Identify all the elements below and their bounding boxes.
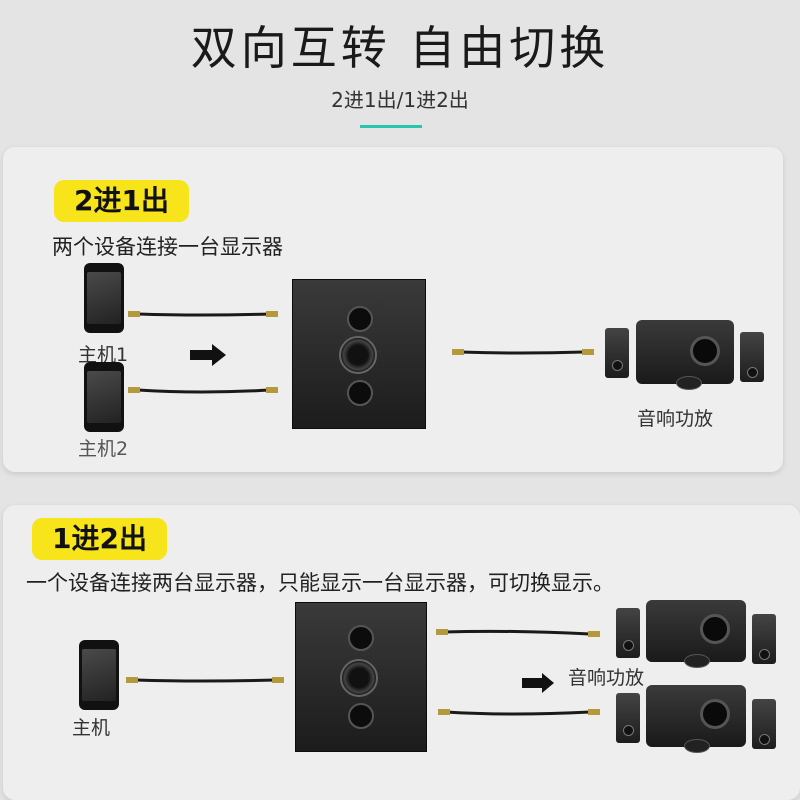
input-button xyxy=(347,306,373,332)
phone-icon xyxy=(84,362,124,432)
accent-underline xyxy=(360,125,422,128)
output-button xyxy=(347,380,373,406)
page-title: 双向互转 自由切换 xyxy=(190,21,610,75)
audio-switch-box xyxy=(292,279,426,429)
section-one-badge: 2进1出 xyxy=(54,180,189,222)
page-subtitle: 2进1出/1进2出 xyxy=(331,88,469,112)
volume-knob xyxy=(339,336,377,374)
section-two-badge: 1进2出 xyxy=(32,518,167,560)
speaker-system-icon xyxy=(612,598,792,670)
input-button xyxy=(348,703,374,729)
volume-knob xyxy=(340,659,378,697)
audio-switch-box xyxy=(295,602,427,752)
speaker-label: 音响功放 xyxy=(568,667,645,689)
speaker-system-icon xyxy=(612,685,792,757)
output-button xyxy=(348,625,374,651)
section-two-description: 一个设备连接两台显示器，只能显示一台显示器，可切换显示。 xyxy=(26,571,614,595)
host-label: 主机 xyxy=(72,717,111,739)
section-one-description: 两个设备连接一台显示器 xyxy=(52,235,283,259)
arrow-right-icon xyxy=(190,344,226,366)
phone-icon xyxy=(84,263,124,333)
host-1-label: 主机1 xyxy=(78,344,129,366)
speaker-label: 音响功放 xyxy=(637,408,714,430)
host-2-label: 主机2 xyxy=(78,438,129,460)
speaker-system-icon xyxy=(600,318,780,393)
arrow-right-icon xyxy=(522,673,554,693)
phone-icon xyxy=(79,640,119,710)
